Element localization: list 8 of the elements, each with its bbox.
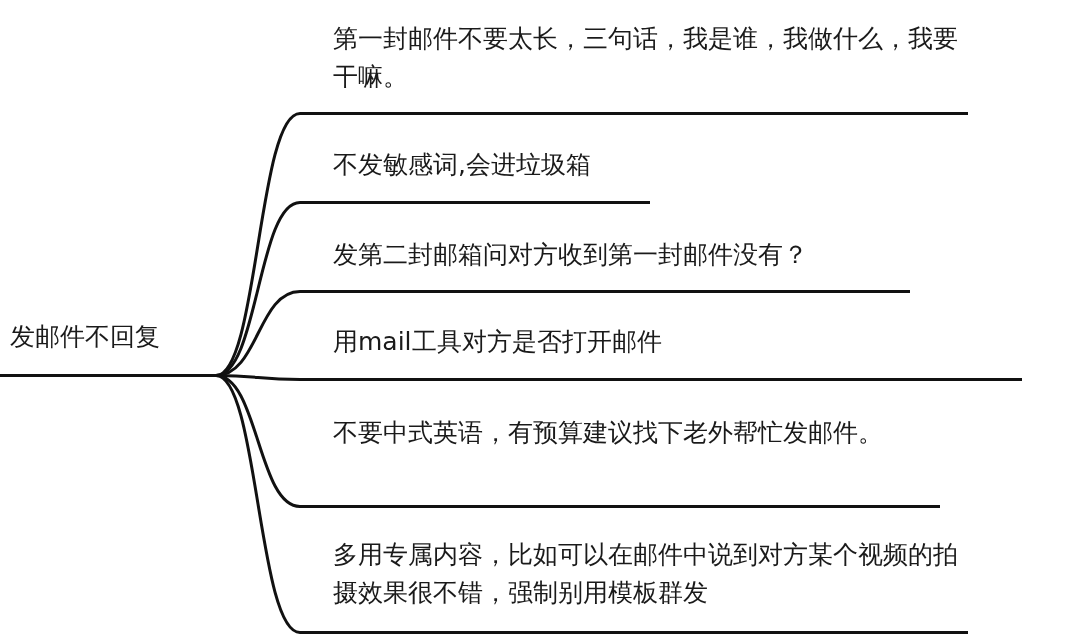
topic-text: 发第二封邮箱问对方收到第一封邮件没有？ [333,239,809,271]
topic-text: 第一封邮件不要太长，三句话，我是谁，我做什么，我要干嘛。 [333,23,958,93]
branch-connector [215,374,301,634]
topic-text: 发邮件不回复 [10,321,161,353]
topic-text: 不发敏感词,会进垃圾箱 [333,149,592,181]
topic-text: 用mail工具对方是否打开邮件 [333,326,663,358]
topic-text: 多用专属内容，比如可以在邮件中说到对方某个视频的拍摄效果很不错，强制别用模板群发 [333,539,958,609]
topic-text: 不要中式英语，有预算建议找下老外帮忙发邮件。 [333,417,884,449]
